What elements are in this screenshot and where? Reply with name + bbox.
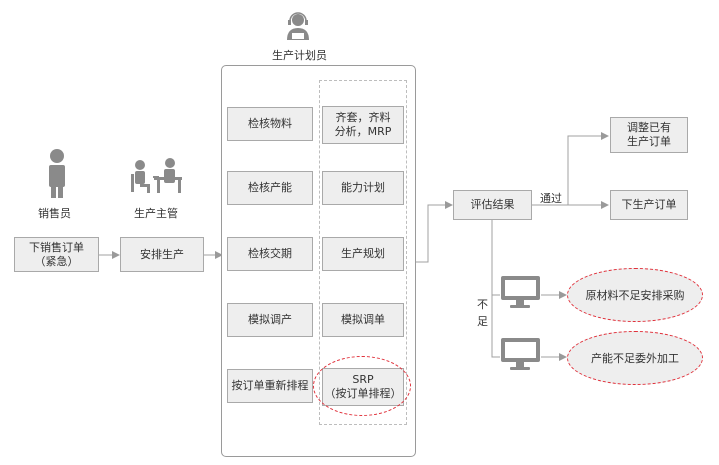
arrow-panel-to-evaluate [416,201,453,263]
node-adjust-order: 调整已有 生产订单 [610,117,688,153]
planner-headset-icon [287,12,309,40]
node-sim-production: 模拟调产 [227,303,313,337]
node-evaluate: 评估结果 [453,190,532,220]
monitor-icon-material [501,276,540,308]
node-production-plan: 生产规划 [322,237,404,271]
node-check-material: 检核物料 [227,107,313,141]
node-material-short: 原材料不足安排采购 [567,268,703,322]
sales-person-icon [49,149,65,198]
edge-label-insufficient-2: 足 [477,315,488,328]
node-mrp: 齐套，齐料 分析，MRP [322,106,404,144]
node-capacity-plan: 能力计划 [322,171,404,205]
arrow-down-line [491,220,500,358]
node-check-delivery: 检核交期 [227,237,313,271]
role-planner-label: 生产计划员 [272,49,327,62]
node-check-capacity: 检核产能 [227,171,313,205]
manager-meeting-icon [131,158,182,193]
node-reschedule: 按订单重新排程 [227,369,313,403]
node-issue-order: 下生产订单 [610,190,688,220]
role-sales-label: 销售员 [38,207,71,220]
node-sim-order: 模拟调单 [322,303,404,337]
monitor-icon-capacity [501,338,540,370]
node-sales-order: 下销售订单 （紧急） [14,237,99,272]
role-manager-label: 生产主管 [134,207,178,220]
node-capacity-short: 产能不足委外加工 [567,331,703,385]
planner-system-group [319,80,407,425]
node-arrange-production: 安排生产 [120,237,204,272]
srp-highlight-ellipse [313,356,411,416]
edge-label-insufficient-1: 不 [477,298,488,311]
edge-label-pass: 通过 [540,192,562,205]
